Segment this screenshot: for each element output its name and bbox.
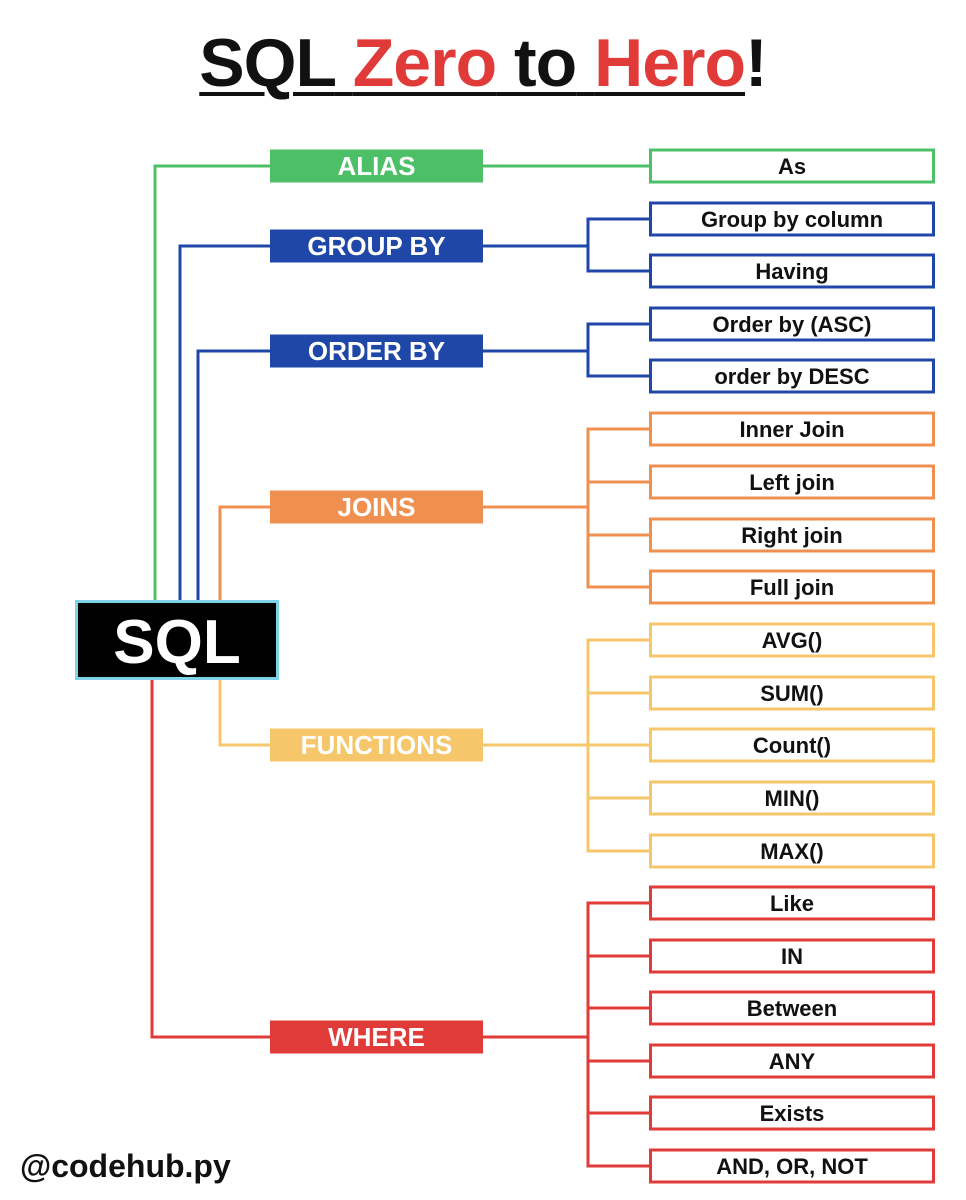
child-label-as: As — [778, 154, 806, 179]
child-box-group-by-column — [649, 201, 935, 237]
child-label-and-or-not: AND, OR, NOT — [716, 1154, 868, 1179]
child-label-order-by-asc: Order by (ASC) — [713, 312, 872, 337]
category-box-group-by — [270, 229, 483, 263]
title-underlined-text: SQL Zero to Hero — [199, 25, 746, 101]
child-label-group-by-column: Group by column — [701, 207, 883, 232]
page-title: SQL Zero to Hero! — [0, 22, 966, 104]
child-label-left-join: Left join — [749, 470, 835, 495]
child-label-inner-join: Inner Join — [739, 417, 844, 442]
category-label-group-by: GROUP BY — [307, 231, 445, 261]
child-label-in: IN — [781, 944, 803, 969]
child-box-min — [649, 780, 935, 816]
child-box-having — [649, 253, 935, 289]
category-box-alias — [270, 149, 483, 183]
child-label-count: Count() — [753, 733, 831, 758]
child-label-like: Like — [770, 891, 814, 916]
root-label: SQL — [113, 608, 240, 677]
category-label-where: WHERE — [328, 1022, 425, 1052]
category-box-joins — [270, 490, 483, 524]
child-box-between — [649, 990, 935, 1026]
root-box — [78, 603, 276, 677]
child-label-between: Between — [747, 996, 837, 1021]
child-box-left-join — [649, 464, 935, 500]
footer-handle: @codehub.py — [20, 1148, 231, 1184]
child-box-order-by-desc — [649, 358, 935, 394]
title-exclamation: ! — [745, 25, 768, 101]
category-box-functions — [270, 728, 483, 762]
title-part-to: to — [514, 25, 577, 101]
child-label-order-by-desc: order by DESC — [714, 364, 869, 389]
child-box-like — [649, 885, 935, 921]
child-label-right-join: Right join — [741, 523, 842, 548]
child-box-inner-join — [649, 411, 935, 447]
category-box-where — [270, 1020, 483, 1054]
title-part-zero: Zero — [352, 25, 497, 101]
child-label-avg: AVG() — [762, 628, 823, 653]
category-label-alias: ALIAS — [338, 151, 416, 181]
child-box-order-by-asc — [649, 306, 935, 342]
child-box-exists — [649, 1095, 935, 1131]
child-box-as — [649, 148, 935, 184]
child-box-right-join — [649, 517, 935, 553]
category-box-order-by — [270, 334, 483, 368]
child-label-any: ANY — [769, 1049, 816, 1074]
child-box-and-or-not — [649, 1148, 935, 1184]
category-label-joins: JOINS — [337, 492, 415, 522]
child-label-min: MIN() — [765, 786, 820, 811]
child-box-sum — [649, 675, 935, 711]
child-box-avg — [649, 622, 935, 658]
child-box-in — [649, 938, 935, 974]
child-label-exists: Exists — [760, 1101, 825, 1126]
child-box-max — [649, 833, 935, 869]
child-label-max: MAX() — [760, 839, 824, 864]
child-box-count — [649, 727, 935, 763]
category-label-functions: FUNCTIONS — [301, 730, 453, 760]
category-label-order-by: ORDER BY — [308, 336, 445, 366]
child-label-having: Having — [755, 259, 828, 284]
child-box-full-join — [649, 569, 935, 605]
title-part-hero: Hero — [594, 25, 746, 101]
child-label-sum: SUM() — [760, 681, 824, 706]
title-part-sql: SQL — [199, 25, 336, 101]
child-box-any — [649, 1043, 935, 1079]
child-label-full-join: Full join — [750, 575, 834, 600]
